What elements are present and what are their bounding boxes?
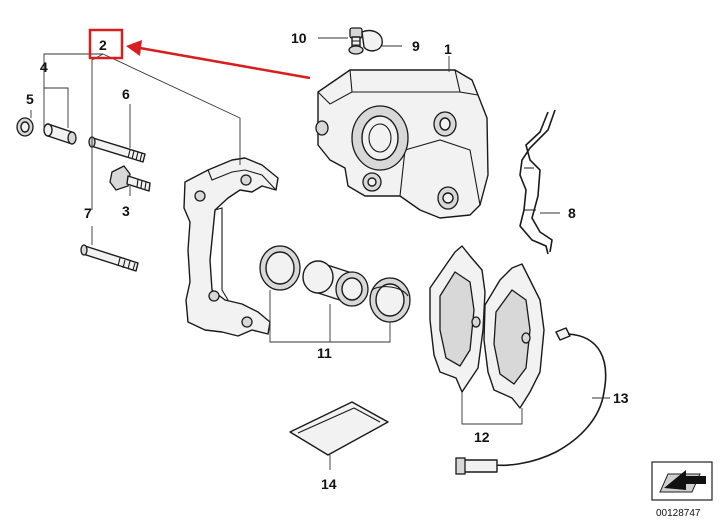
brake-pad-outer	[483, 263, 545, 409]
callout-labels: 1 2 3 4 5 6 7 8 9 10 11 12 13 14	[26, 30, 629, 492]
guide-sleeve	[43, 123, 77, 145]
dust-cap	[348, 29, 383, 55]
callout-11: 11	[317, 345, 332, 361]
hex-bolt	[109, 165, 151, 192]
callout-7: 7	[84, 205, 92, 221]
caliper-carrier-bracket	[183, 157, 279, 337]
brake-caliper-housing	[315, 69, 489, 219]
callout-2: 2	[99, 37, 107, 53]
callout-13: 13	[613, 390, 629, 406]
callout-10: 10	[291, 30, 307, 46]
brake-wear-sensor	[455, 327, 607, 475]
reference-badge: 00128747	[651, 461, 713, 519]
highlight-marker	[88, 28, 311, 80]
guide-bolt	[88, 136, 146, 163]
callout-5: 5	[26, 91, 34, 107]
highlight-arrow	[139, 46, 311, 80]
brake-pad-inner	[429, 245, 486, 393]
callout-14: 14	[321, 476, 337, 492]
callout-8: 8	[568, 205, 576, 221]
piston-seal-ring	[259, 245, 301, 291]
callout-6: 6	[122, 86, 130, 102]
callout-1: 1	[444, 41, 452, 57]
reference-number: 00128747	[656, 508, 701, 519]
anti-rattle-spring	[519, 109, 556, 255]
rubber-bushing	[16, 117, 34, 137]
grease-packet	[289, 401, 389, 456]
dust-boot	[369, 277, 411, 323]
leader-lines	[30, 37, 610, 470]
mounting-bolt	[80, 244, 139, 272]
bleed-screw	[349, 27, 363, 52]
arrow-icon	[664, 470, 706, 490]
callout-9: 9	[412, 38, 420, 54]
callout-12: 12	[474, 429, 490, 445]
brake-piston	[302, 260, 369, 307]
highlight-box	[88, 28, 124, 60]
callout-4: 4	[40, 59, 48, 75]
callout-3: 3	[122, 203, 130, 219]
